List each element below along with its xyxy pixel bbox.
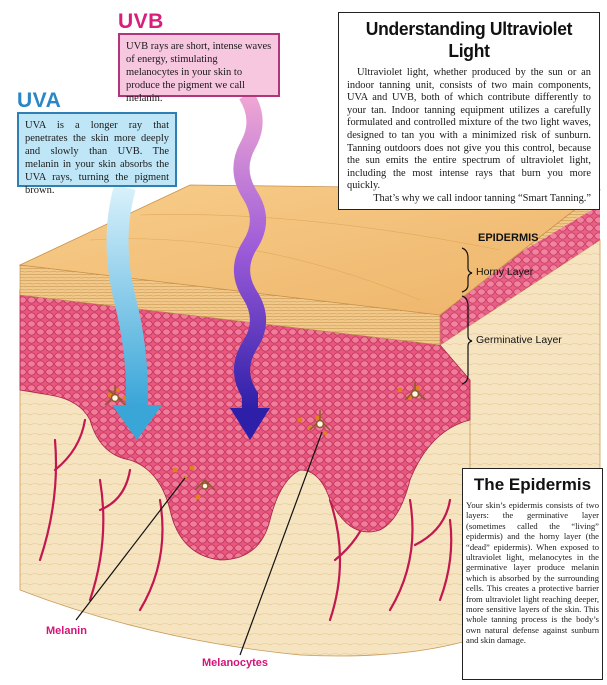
pointer-lines [75,431,323,656]
epidermis-title: The Epidermis [473,475,592,494]
uva-title: UVA [17,89,62,112]
understanding-uv-panel: Understanding Ultraviolet Light Ultravio… [338,12,600,210]
melanocyte-cells [104,382,426,491]
melanin-label: Melanin [46,625,87,637]
understanding-uv-title: Understanding Ultraviolet Light [365,17,573,61]
uvb-info-box: UVB rays are short, intense waves of ene… [118,33,280,104]
layer-brackets [461,247,473,385]
blood-vessels [38,418,453,622]
understanding-uv-closing: That’s why we call indoor tanning “Smart… [373,192,591,204]
melanocytes-label: Melanocytes [202,657,269,669]
uvb-title: UVB [118,10,164,33]
uva-info-box: UVA is a longer ray that penetrates the … [17,112,177,196]
uva-ray-arrow [106,184,162,440]
epidermis-body: Your skin’s epidermis consists of two la… [466,500,599,646]
horny-layer-label: Horny Layer [476,266,534,278]
epidermis-panel [462,468,603,680]
understanding-uv-body: Ultraviolet light, whether produced by t… [347,67,591,192]
germinative-layer-label: Germinative Layer [476,334,562,346]
epidermis-label: EPIDERMIS [478,232,539,244]
uvb-ray-arrow [230,90,270,440]
